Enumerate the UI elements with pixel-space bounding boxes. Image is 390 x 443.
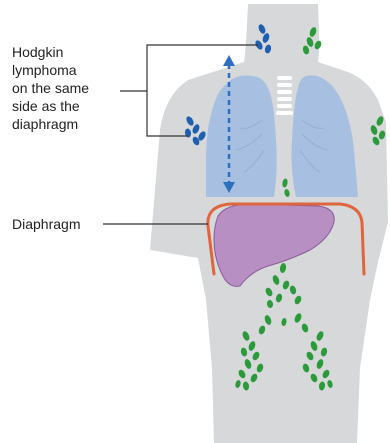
hodgkin-label-line: side as the — [12, 97, 130, 115]
diaphragm-label: Diaphragm — [12, 215, 80, 233]
hodgkin-label-line: lymphoma — [12, 61, 130, 79]
hodgkin-label-line: diaphragm — [12, 115, 130, 133]
hodgkin-label-line: on the same — [12, 79, 130, 97]
hodgkin-lymphoma-label: Hodgkin lymphoma on the same side as the… — [12, 43, 130, 133]
hodgkin-label-line: Hodgkin — [12, 43, 130, 61]
